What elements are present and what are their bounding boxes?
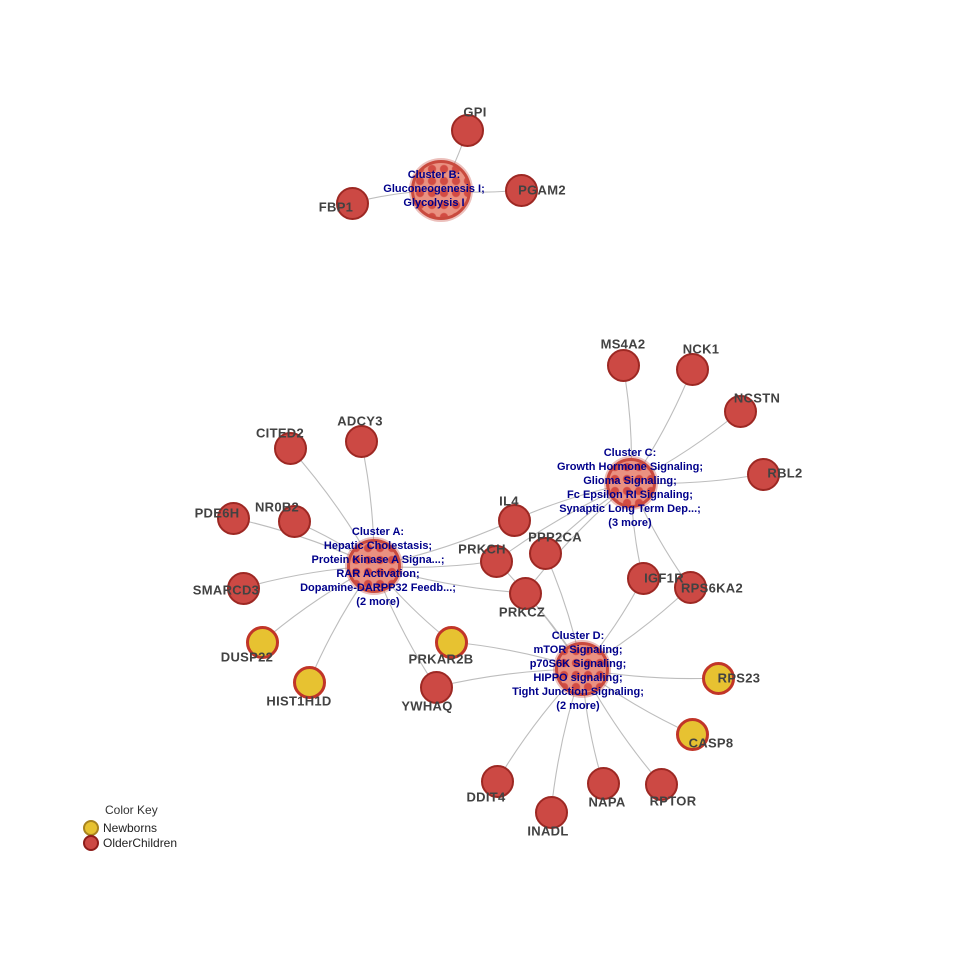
cluster-b-label: Cluster B:Gluconeogenesis I;Glycolysis I: [383, 169, 485, 209]
gene-label-PDE6H: PDE6H: [194, 505, 240, 521]
gene-label-MS4A2: MS4A2: [600, 336, 646, 352]
gene-label-ADCY3: ADCY3: [337, 413, 383, 429]
gene-node-HIST1H1D[interactable]: [292, 665, 326, 699]
gene-node-SMARCD3[interactable]: [226, 571, 260, 605]
gene-label-PPP2CA: PPP2CA: [528, 529, 582, 545]
gene-label-NAPA: NAPA: [588, 794, 626, 810]
gene-label-GPI: GPI: [463, 104, 487, 120]
gene-label-YWHAQ: YWHAQ: [401, 698, 453, 714]
cluster-c-label: Cluster C:Growth Hormone Signaling;Gliom…: [556, 447, 704, 529]
color-key: Color Key Newborns OlderChildren: [83, 803, 178, 851]
gene-label-HIST1H1D: HIST1H1D: [266, 693, 332, 709]
gene-node-RBL2[interactable]: [746, 457, 780, 491]
gene-node-YWHAQ[interactable]: [419, 670, 453, 704]
gene-node-NR0B2[interactable]: [277, 504, 311, 538]
gene-label-FBP1: FBP1: [318, 199, 354, 215]
cluster-d-hub-node[interactable]: [555, 642, 609, 696]
gene-node-RPS6KA2[interactable]: [673, 570, 707, 604]
gene-node-PGAM2[interactable]: [504, 173, 538, 207]
gene-node-FBP1[interactable]: [335, 186, 369, 220]
gene-node-MS4A2[interactable]: [606, 348, 640, 382]
gene-node-CITED2[interactable]: [273, 431, 307, 465]
gene-node-PRKAR2B[interactable]: [434, 625, 468, 659]
gene-node-NCK1[interactable]: [675, 352, 709, 386]
gene-node-NAPA[interactable]: [586, 766, 620, 800]
cluster-a-label: Cluster A:Hepatic Cholestasis;Protein Ki…: [300, 526, 456, 608]
gene-label-IL4: IL4: [499, 493, 519, 509]
gene-node-GPI[interactable]: [450, 113, 484, 147]
gene-label-RPTOR: RPTOR: [649, 793, 697, 809]
gene-label-IGF1R: IGF1R: [644, 570, 684, 586]
gene-label-CITED2: CITED2: [255, 425, 305, 441]
gene-label-CASP8: CASP8: [688, 735, 734, 751]
gene-label-RPS6KA2: RPS6KA2: [680, 580, 744, 596]
gene-label-DDIT4: DDIT4: [466, 789, 506, 805]
newborns-swatch-icon: [83, 820, 99, 837]
gene-node-PDE6H[interactable]: [216, 501, 250, 535]
gene-node-RPS23[interactable]: [701, 661, 735, 695]
gene-label-NCSTN: NCSTN: [733, 390, 781, 406]
cluster-c-hub-node[interactable]: [606, 458, 656, 508]
gene-label-PRKCH: PRKCH: [458, 541, 506, 557]
olderchildren-swatch-icon: [83, 834, 99, 851]
gene-label-PRKAR2B: PRKAR2B: [408, 651, 474, 667]
gene-label-RPS23: RPS23: [717, 670, 761, 686]
cluster-b-hub-node[interactable]: [411, 160, 471, 220]
gene-node-PRKCZ[interactable]: [508, 576, 542, 610]
gene-label-PRKCZ: PRKCZ: [498, 604, 546, 620]
gene-node-RPTOR[interactable]: [644, 767, 678, 801]
legend-item-olderchildren: OlderChildren: [83, 834, 178, 851]
gene-node-IGF1R[interactable]: [626, 561, 660, 595]
color-key-title: Color Key: [105, 803, 158, 817]
gene-node-PPP2CA[interactable]: [528, 536, 562, 570]
gene-label-RBL2: RBL2: [767, 465, 803, 481]
gene-node-PRKCH[interactable]: [479, 544, 513, 578]
gene-node-DDIT4[interactable]: [480, 764, 514, 798]
gene-node-CASP8[interactable]: [675, 717, 709, 751]
cluster-d-label: Cluster D:mTOR Signaling;p70S6K Signalin…: [512, 630, 644, 712]
gene-label-PGAM2: PGAM2: [518, 182, 566, 198]
gene-node-IL4[interactable]: [497, 503, 531, 537]
gene-label-SMARCD3: SMARCD3: [192, 582, 260, 598]
gene-label-NR0B2: NR0B2: [254, 499, 300, 515]
gene-label-INADL: INADL: [527, 823, 569, 839]
legend-item-label: Newborns: [103, 821, 158, 836]
legend-item-newborns: Newborns: [83, 820, 177, 837]
legend-item-label: OlderChildren: [103, 835, 178, 850]
gene-node-ADCY3[interactable]: [344, 424, 378, 458]
gene-label-DUSP22: DUSP22: [220, 649, 274, 665]
cluster-a-hub-node[interactable]: [347, 539, 401, 593]
gene-node-INADL[interactable]: [534, 795, 568, 829]
gene-node-NCSTN[interactable]: [723, 394, 757, 428]
gene-label-NCK1: NCK1: [682, 341, 720, 357]
gene-node-DUSP22[interactable]: [245, 625, 279, 659]
